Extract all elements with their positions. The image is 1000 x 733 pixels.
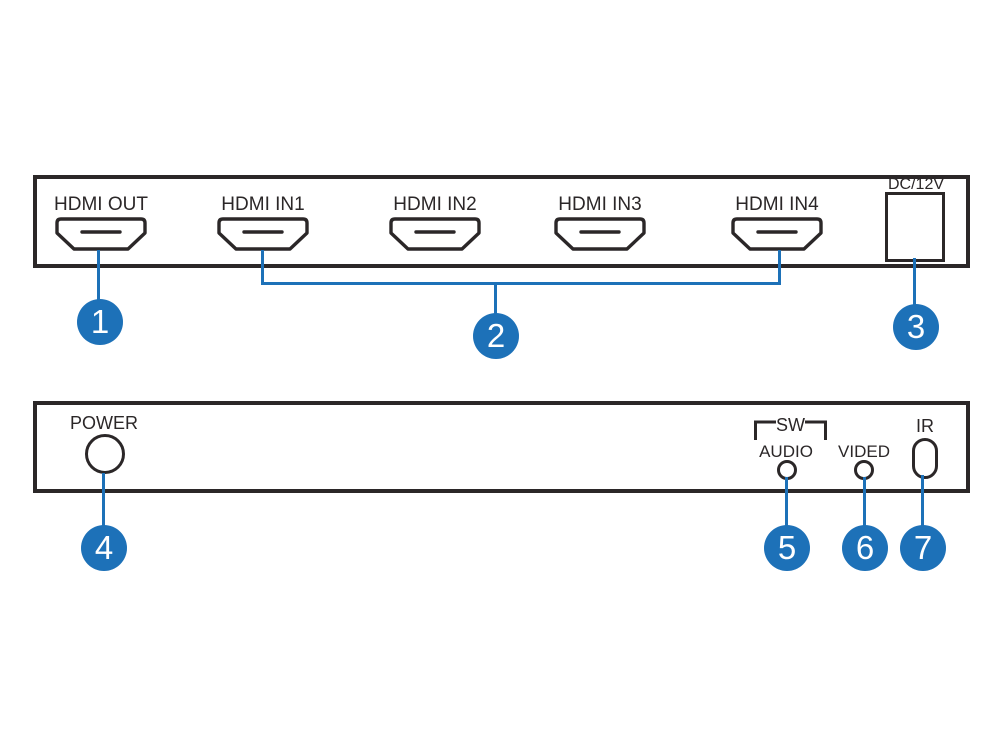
callout-line-2-left (261, 250, 264, 285)
callout-3: 3 (893, 304, 939, 350)
hdmi-connector-icon (217, 217, 309, 251)
video-label: VIDED (838, 442, 890, 461)
callout-line-1 (97, 250, 100, 301)
hdmi-connector-icon (389, 217, 481, 251)
callout-line-2-stub (494, 282, 497, 315)
hdmi-in1-label: HDMI IN1 (221, 194, 305, 215)
hdmi-in4-port: HDMI IN4 (717, 194, 837, 251)
callout-line-4 (102, 473, 105, 527)
callout-line-2-horizontal (261, 282, 781, 285)
ir-label: IR (916, 416, 934, 436)
callout-line-3 (913, 258, 916, 306)
dc-power-jack-icon (885, 192, 945, 262)
hdmi-connector-icon (731, 217, 823, 251)
hdmi-in4-label: HDMI IN4 (735, 194, 819, 215)
hdmi-in3-port: HDMI IN3 (540, 194, 660, 251)
callout-6: 6 (842, 525, 888, 571)
callout-2: 2 (473, 313, 519, 359)
power-button-icon (85, 434, 125, 474)
hdmi-out-port: HDMI OUT (41, 194, 161, 251)
callout-line-5 (785, 477, 788, 527)
hdmi-in2-port: HDMI IN2 (375, 194, 495, 251)
ir-receiver-icon (912, 438, 938, 479)
callout-4: 4 (81, 525, 127, 571)
hdmi-out-label: HDMI OUT (54, 194, 148, 215)
hdmi-in1-port: HDMI IN1 (203, 194, 323, 251)
hdmi-in3-label: HDMI IN3 (558, 194, 642, 215)
power-label: POWER (69, 413, 138, 433)
hdmi-connector-icon (554, 217, 646, 251)
sw-bracket-icon (754, 420, 827, 440)
sw-group-label: SW (776, 415, 805, 435)
callout-line-2-right (778, 250, 781, 285)
callout-1: 1 (77, 299, 123, 345)
front-panel: POWER SW AUDIO VIDED IR (33, 401, 970, 493)
rear-panel: HDMI OUT HDMI IN1 HDMI IN2 HDMI IN3 (33, 175, 970, 268)
callout-7: 7 (900, 525, 946, 571)
hdmi-in2-label: HDMI IN2 (393, 194, 477, 215)
hdmi-connector-icon (55, 217, 147, 251)
dc-jack-label: DC/12V (887, 176, 945, 193)
callout-line-7 (921, 475, 924, 527)
callout-5: 5 (764, 525, 810, 571)
callout-line-6 (863, 477, 866, 527)
audio-label: AUDIO (759, 442, 813, 461)
